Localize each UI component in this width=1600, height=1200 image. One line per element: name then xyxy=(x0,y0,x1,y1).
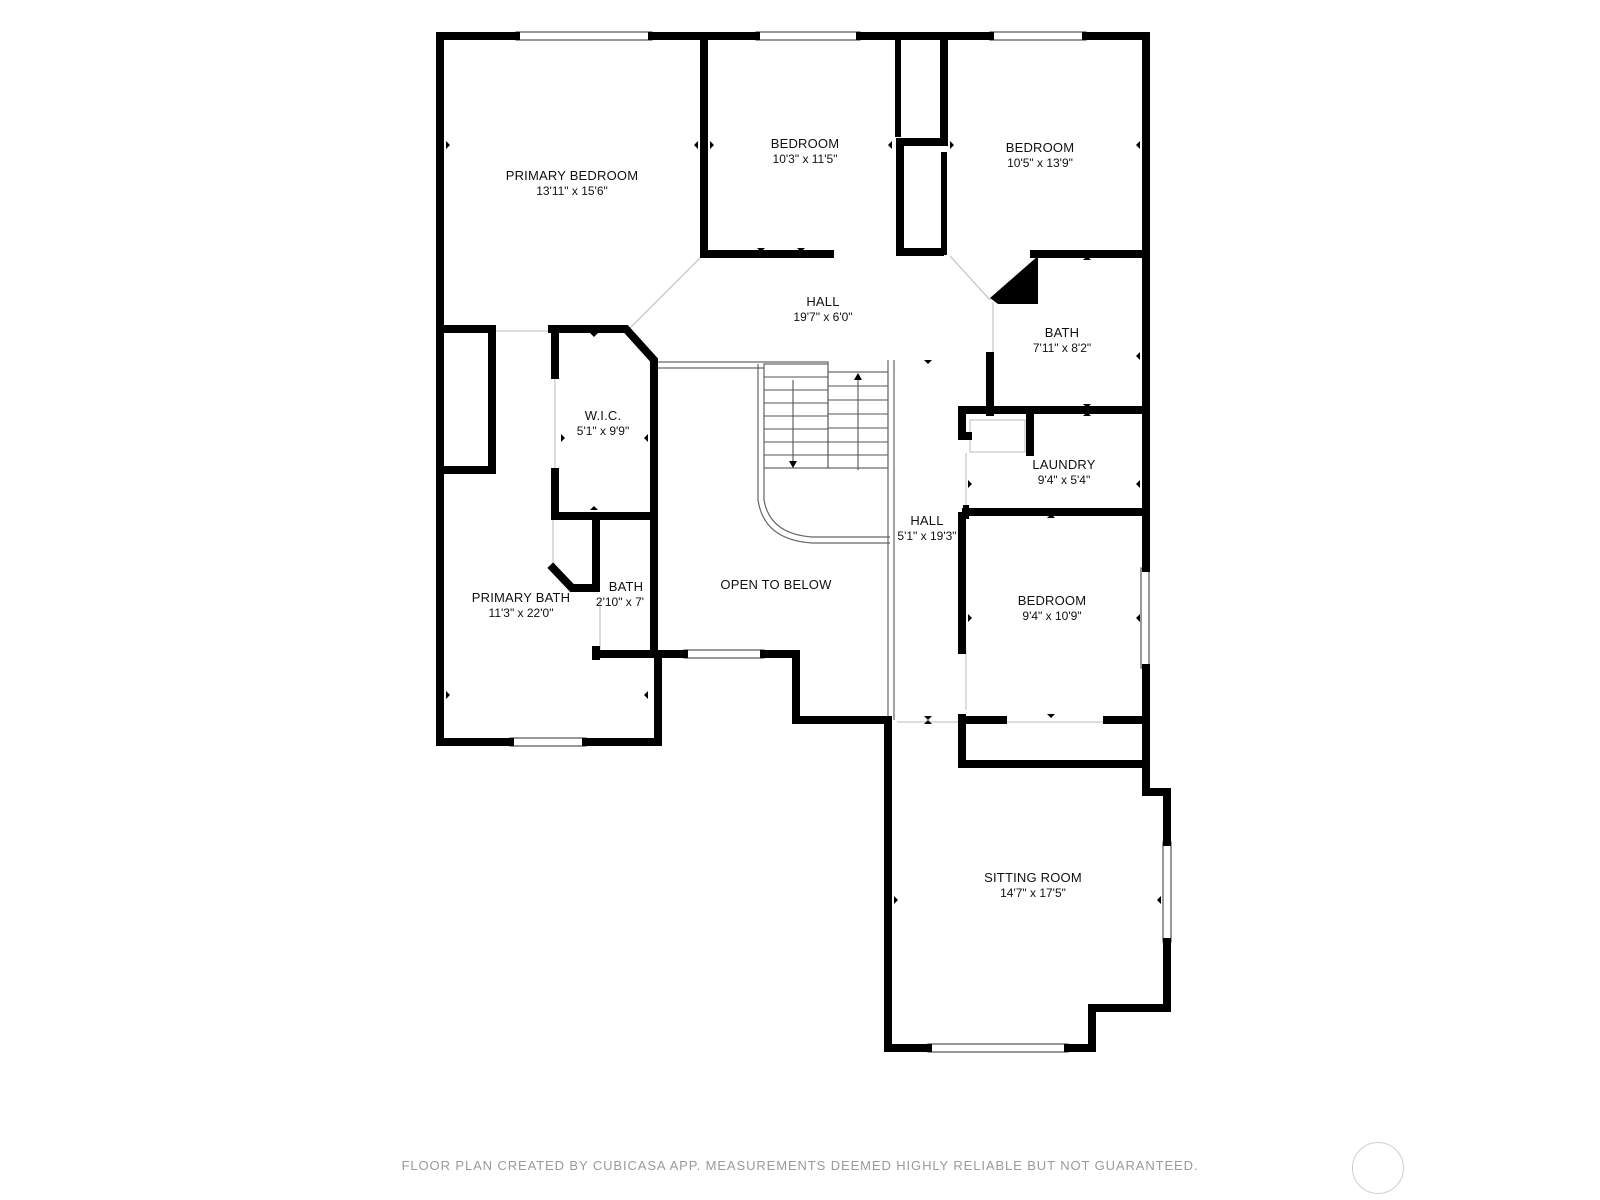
hall-upper-name: HALL xyxy=(806,294,839,309)
bedroom-3-name: BEDROOM xyxy=(1018,593,1087,608)
hall-upper-dims: 19'7" x 6'0" xyxy=(793,310,852,324)
hall-lower-name: HALL xyxy=(910,513,943,528)
windows xyxy=(509,31,1172,1053)
wic-name: W.I.C. xyxy=(585,408,622,423)
primary-bath-name: PRIMARY BATH xyxy=(472,590,570,605)
primary-bedroom-dims: 13'11" x 15'6" xyxy=(536,184,608,198)
disclaimer-footer: FLOOR PLAN CREATED BY CUBICASA APP. MEAS… xyxy=(401,1158,1199,1173)
laundry-name: LAUNDRY xyxy=(1032,457,1095,472)
dimension-ticks xyxy=(446,141,1161,904)
laundry-dims: 9'4" x 5'4" xyxy=(1038,473,1090,487)
hall-lower-dims: 5'1" x 19'3" xyxy=(897,529,956,543)
bath-right-name: BATH xyxy=(1045,325,1080,340)
walls xyxy=(436,32,1171,1052)
bedroom-1-dims: 10'3" x 11'5" xyxy=(773,152,838,166)
bedroom-1-name: BEDROOM xyxy=(771,136,840,151)
bedroom-2-dims: 10'5" x 13'9" xyxy=(1007,156,1073,170)
logo-circle-icon xyxy=(1352,1142,1404,1194)
bath-small-name: BATH xyxy=(609,579,644,594)
bedroom-2-name: BEDROOM xyxy=(1006,140,1075,155)
room-labels: PRIMARY BEDROOM 13'11" x 15'6" BEDROOM 1… xyxy=(472,136,1096,900)
sitting-room-name: SITTING ROOM xyxy=(984,870,1082,885)
sitting-room-dims: 14'7" x 17'5" xyxy=(1000,886,1066,900)
bath-right-dims: 7'11" x 8'2" xyxy=(1033,341,1091,355)
staircase xyxy=(658,360,895,720)
bedroom-3-dims: 9'4" x 10'9" xyxy=(1022,609,1081,623)
wic-dims: 5'1" x 9'9" xyxy=(577,424,629,438)
primary-bedroom-name: PRIMARY BEDROOM xyxy=(506,168,639,183)
primary-bath-dims: 11'3" x 22'0" xyxy=(489,606,554,620)
bath-small-dims: 2'10" x 7' xyxy=(596,595,644,609)
open-to-below-name: OPEN TO BELOW xyxy=(720,577,832,592)
